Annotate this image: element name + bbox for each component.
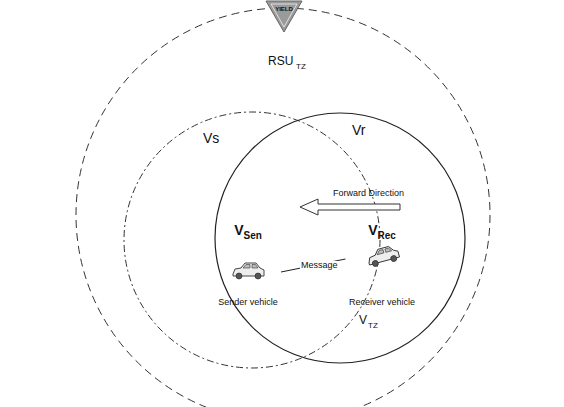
vehicle-id: VSen [234,223,262,237]
vehicle-caption: Receiver vehicle [349,298,415,307]
direction-label: Forward Direction [333,189,404,198]
vehicle-node: VRecReceiver vehicle [346,223,419,307]
vehicle-symbol: V [234,222,243,238]
receiver-range-circle [215,113,465,363]
vehicle-subscript: Rec [377,230,395,241]
vehicle-caption: Sender vehicle [218,298,278,307]
vehicle-subscript: Sen [244,230,262,241]
vehicle-node: VSenSender vehicle [215,223,281,307]
sender-car [233,263,264,279]
range-label: Vr [352,123,365,137]
yield-sign [266,1,302,32]
range-label: Vs [203,131,219,145]
zone-subscript: TZ [368,322,378,330]
sign-text: YIELD [275,6,293,12]
sender-range-circle [124,112,380,368]
vehicle-id: VRec [368,223,396,237]
edge-label: Message [300,261,339,270]
direction-arrow [300,199,400,215]
zone-label: V [359,314,367,326]
yield-sign-inner [271,4,297,27]
vehicle-symbol: V [368,222,377,238]
rsu-subscript: TZ [296,63,306,71]
message-link [281,259,346,272]
rsu-label: RSU [268,55,293,67]
receiver-car [366,244,400,267]
rsu-range-circle [76,8,490,407]
